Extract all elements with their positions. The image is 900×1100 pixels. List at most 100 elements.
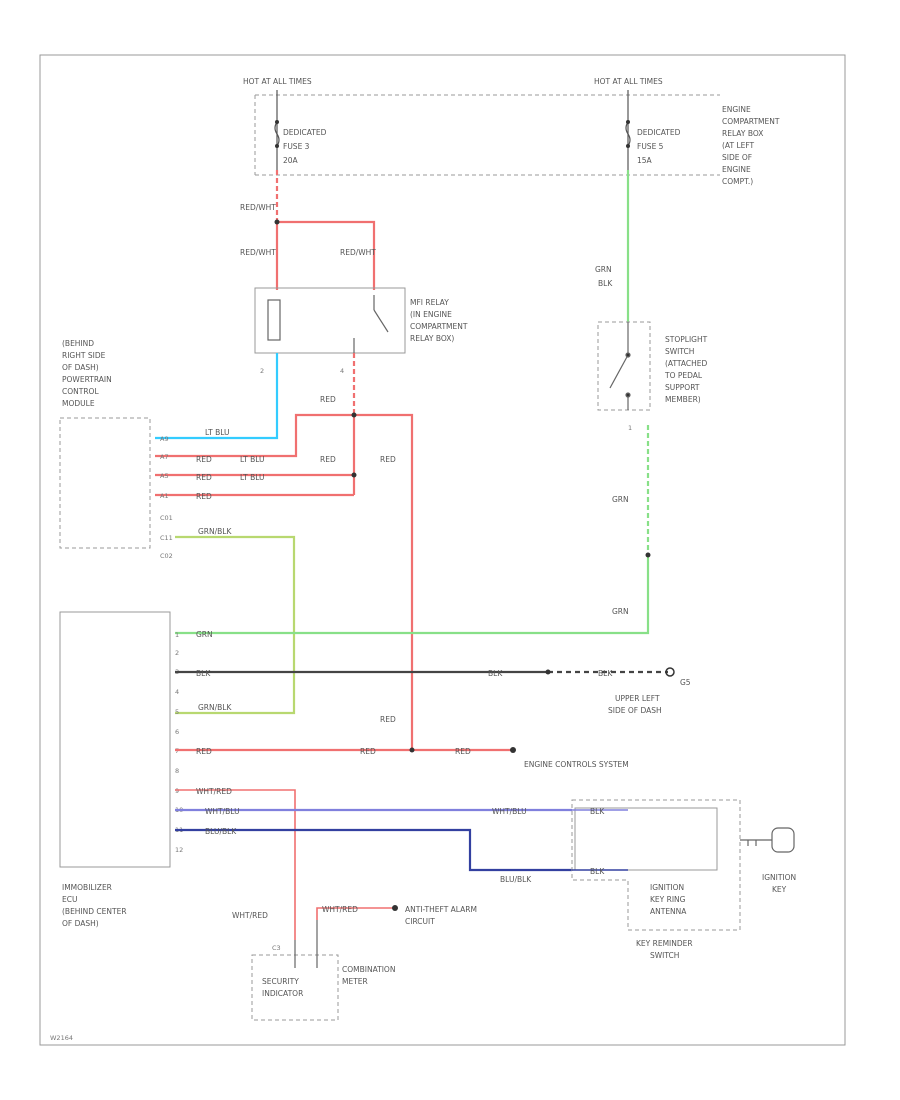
splice-blk (545, 669, 551, 675)
key-ring-antenna-label: IGNITION KEY RING ANTENNA (650, 883, 688, 916)
mfi-relay-pin-4: 4 (340, 367, 344, 375)
splice-red-wht (274, 219, 280, 225)
svg-text:8: 8 (175, 767, 179, 775)
wire-label-blk-2: BLK (488, 669, 503, 678)
fuse-box-outline (254, 94, 720, 176)
anti-theft-alarm-label: ANTI-THEFT ALARM CIRCUIT (405, 905, 479, 926)
engine-controls-terminal (510, 747, 516, 753)
ground-icon (665, 667, 675, 677)
wire-label-wht-blu-1: WHT/BLU (205, 807, 240, 816)
wire-label-wht-red-3: WHT/RED (322, 905, 358, 914)
svg-text:6: 6 (175, 728, 179, 736)
svg-text:12: 12 (175, 846, 183, 854)
svg-text:A9: A9 (160, 435, 169, 443)
pcm-connector-c02: C02 (160, 552, 173, 560)
wire-label-red-3: RED (380, 455, 396, 464)
engine-relay-box-label: ENGINE COMPARTMENT RELAY BOX (AT LEFT SI… (722, 105, 782, 186)
wire-label-grn-2: GRN (612, 607, 629, 616)
wire-label-red-a1: RED (196, 492, 212, 501)
key-reminder-switch-box (571, 799, 741, 931)
wire-label-blu-blk-1: BLU/BLK (205, 827, 237, 836)
wire-label-wht-red-1: WHT/RED (196, 787, 232, 796)
wire-wht-red (175, 789, 296, 940)
splice-red-1 (351, 412, 357, 418)
immobilizer-ecu-label: IMMOBILIZER ECU (BEHIND CENTER OF DASH) (62, 883, 129, 928)
svg-text:A7: A7 (160, 453, 169, 461)
svg-text:A5: A5 (160, 472, 169, 480)
hot-at-all-times-right: HOT AT ALL TIMES (594, 77, 663, 86)
fuse-5-label: DEDICATED FUSE 5 15A (637, 128, 683, 165)
stoplight-pin-1: 1 (628, 424, 632, 432)
combination-meter-box (251, 954, 339, 1021)
svg-text:1: 1 (175, 631, 179, 639)
mfi-relay-box (254, 287, 406, 354)
wire-label-lt-blu-a7: LT BLU (240, 455, 265, 464)
svg-text:A1: A1 (160, 492, 169, 500)
splice-red-3 (409, 747, 415, 753)
immobilizer-ecu-box (59, 611, 171, 868)
pcm-box (59, 417, 151, 549)
hot-at-all-times-left: HOT AT ALL TIMES (243, 77, 312, 86)
wire-red-wht-feed (275, 170, 376, 290)
splice-red-2 (351, 472, 357, 478)
wire-label-red-5: RED (196, 747, 212, 756)
wire-label-blk-antenna-1: BLK (590, 807, 605, 816)
wire-label-red-2: RED (320, 455, 336, 464)
combination-meter-connector: C3 (272, 944, 281, 952)
wire-label-blu-blk-2: BLU/BLK (500, 875, 532, 884)
mfi-relay-pin-2: 2 (260, 367, 264, 375)
wire-label-red-a7: RED (196, 455, 212, 464)
svg-text:4: 4 (175, 688, 179, 696)
ecu-pins: 1 2 3 4 5 6 7 8 9 10 11 12 (175, 631, 183, 854)
key-reminder-switch-label: KEY REMINDER SWITCH (636, 939, 695, 960)
key-ring-antenna-box (574, 807, 718, 871)
svg-text:9: 9 (175, 787, 179, 795)
wire-label-blk-antenna-2: BLK (590, 867, 605, 876)
wire-label-grn-blk-bottom: GRN/BLK (198, 703, 232, 712)
wire-label-grn-1: GRN (612, 495, 629, 504)
pcm-label: (BEHIND RIGHT SIDE OF DASH) POWERTRAIN C… (62, 339, 114, 408)
ground-id: G5 (680, 678, 691, 687)
wire-label-grn-blk-top-right: GRN BLK (595, 265, 614, 288)
anti-theft-terminal (392, 905, 398, 911)
svg-text:2: 2 (175, 649, 179, 657)
security-indicator-label: SECURITY INDICATOR (262, 977, 303, 998)
engine-controls-label: ENGINE CONTROLS SYSTEM (524, 760, 629, 769)
splice-grn (645, 552, 651, 558)
svg-text:5: 5 (175, 708, 179, 716)
stoplight-switch-label: STOPLIGHT SWITCH (ATTACHED TO PEDAL SUPP… (664, 335, 710, 404)
svg-text:C11: C11 (160, 534, 173, 542)
diagram-frame (39, 54, 846, 1046)
pcm-connector-c01: C01 (160, 514, 173, 522)
security-indicator-symbol (294, 920, 318, 968)
fuse-5-symbol (625, 90, 631, 170)
wire-wht-red-alarm (316, 907, 394, 920)
wire-grn-blk (175, 535, 296, 715)
wire-label-blk-1: BLK (196, 669, 211, 678)
wire-label-red-7: RED (455, 747, 471, 756)
wire-label-red-1: RED (320, 395, 336, 404)
fuse-3-label: DEDICATED FUSE 3 20A (283, 128, 329, 165)
wire-label-lt-blu: LT BLU (205, 428, 230, 437)
pcm-pins: A9 A7 A5 A1 C11 (160, 435, 173, 542)
wire-label-wht-red-2: WHT/RED (232, 911, 268, 920)
diagram-id: W2164 (50, 1034, 73, 1042)
wire-blu-blk (175, 828, 572, 872)
wire-label-red-6: RED (360, 747, 376, 756)
wire-label-lt-blu-a5: LT BLU (240, 473, 265, 482)
ground-label: UPPER LEFT SIDE OF DASH (608, 694, 662, 715)
wire-label-grn-blk-top: GRN/BLK (198, 527, 232, 536)
wire-label-red-a5: RED (196, 473, 212, 482)
wire-red-main (155, 353, 414, 750)
wire-label-red-4: RED (380, 715, 396, 724)
ignition-key-icon (740, 827, 795, 853)
stoplight-switch-symbol (609, 322, 631, 410)
combination-meter-label: COMBINATION METER (342, 965, 398, 986)
stoplight-switch-box (597, 321, 651, 411)
mfi-relay-label: MFI RELAY (IN ENGINE COMPARTMENT RELAY B… (410, 298, 470, 343)
wire-label-red-wht-2: RED/WHT (240, 248, 276, 257)
mfi-relay-symbol (267, 295, 389, 353)
ignition-key-label: IGNITION KEY (762, 873, 799, 894)
wire-grn-lower (175, 425, 650, 635)
